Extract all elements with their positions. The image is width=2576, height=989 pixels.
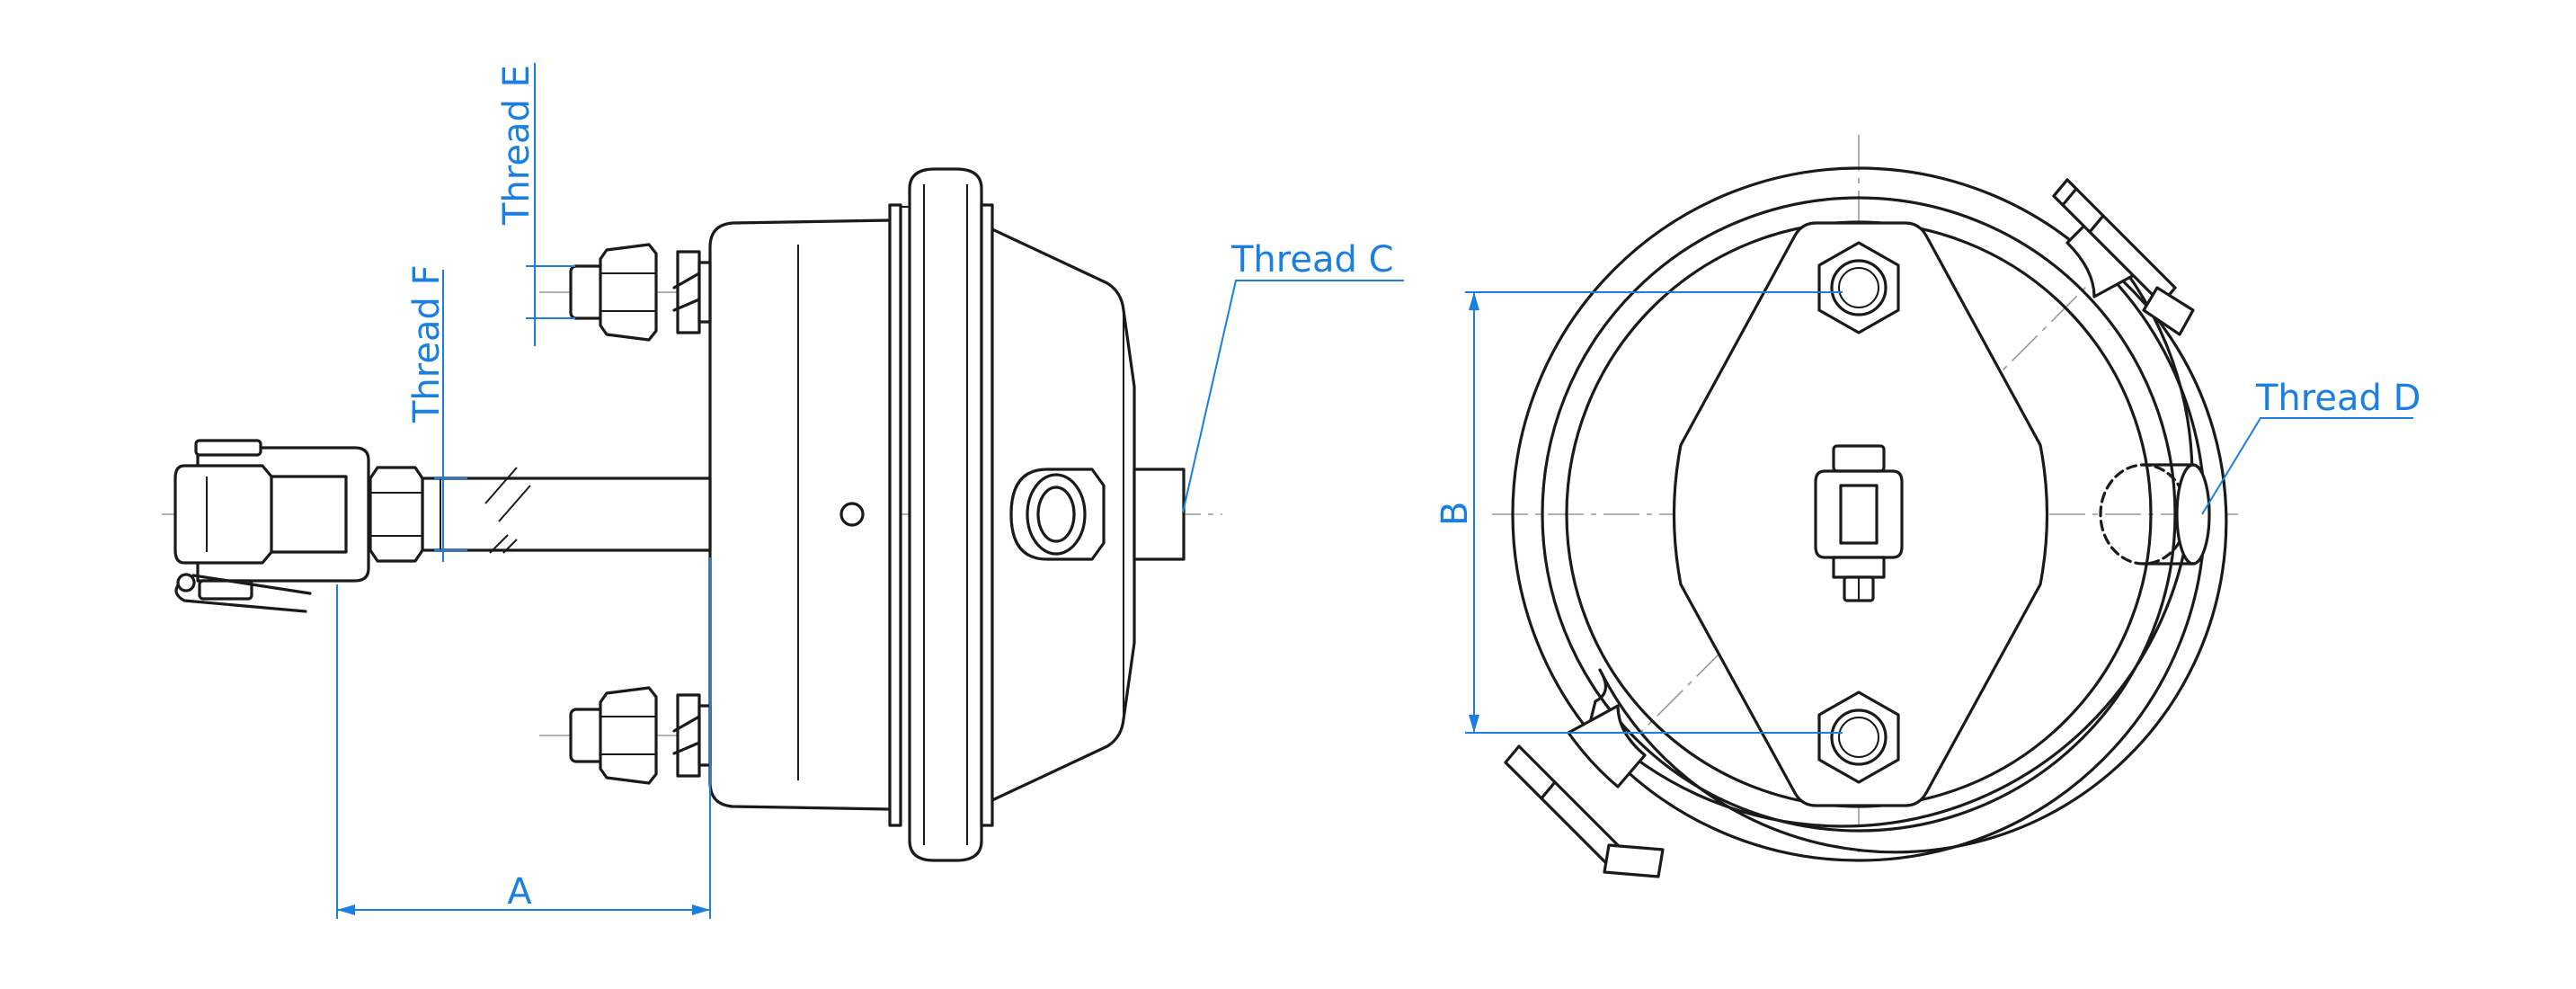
push-rod xyxy=(421,477,712,552)
lower-lock-washer xyxy=(676,693,701,778)
thread-d-leader xyxy=(2201,417,2413,515)
boss-bore-inner xyxy=(1036,486,1076,543)
ear-nut-bottom xyxy=(1603,843,1665,878)
upper-stud-shank xyxy=(697,261,712,324)
rod-break-marks-top xyxy=(484,467,531,522)
dim-b-label: B xyxy=(1435,502,1476,526)
front-view-dimensions: B Thread D xyxy=(1435,291,2421,734)
port-fitting xyxy=(1133,468,1186,561)
upper-lock-washer xyxy=(676,250,701,334)
side-port-face xyxy=(2175,463,2211,566)
front-clevis-bottom xyxy=(1832,556,1886,579)
thread-c-label: Thread C xyxy=(1230,239,1394,281)
dim-b-arrow-bottom xyxy=(1469,715,1479,733)
front-clevis-slot xyxy=(1839,484,1879,545)
rod-jam-nut xyxy=(369,466,424,563)
upper-stud-nut xyxy=(599,243,658,342)
ear-nut-top xyxy=(2142,286,2195,336)
clevis-slot xyxy=(268,475,348,554)
front-clamp-ring-inner xyxy=(1541,196,2177,833)
vent-hole xyxy=(839,502,865,527)
clevis-pin-cap-top xyxy=(194,439,262,457)
dim-a-arrow-right xyxy=(692,904,710,915)
thread-e-label: Thread E xyxy=(496,65,537,226)
side-view-dimensions: Thread E Thread F Thread C A xyxy=(336,63,1404,919)
front-view xyxy=(1492,135,2238,878)
clevis-pin-head xyxy=(173,464,273,565)
dim-a-arrow-left xyxy=(337,904,355,915)
thread-c-leader xyxy=(1182,280,1404,513)
thread-d-label: Thread D xyxy=(2255,378,2421,419)
cotter-pin-eye xyxy=(176,573,196,593)
rod-break-marks-bottom xyxy=(489,534,518,554)
front-clamp-ring xyxy=(1589,232,2228,854)
front-clevis-top-cap xyxy=(1832,444,1886,473)
lower-stud-nut xyxy=(599,686,658,785)
thread-f-label: Thread F xyxy=(406,264,448,423)
ear-bolt-cap-top xyxy=(2052,178,2078,207)
lower-stud-shank xyxy=(697,704,712,767)
flange-left-plate xyxy=(888,203,902,827)
front-upper-stud-inner xyxy=(1838,267,1879,308)
dim-a-label: A xyxy=(507,871,532,913)
side-view xyxy=(162,167,1222,862)
cotter-pin-leg xyxy=(191,574,312,595)
flange-right-plate xyxy=(980,203,994,827)
front-lower-stud-inner xyxy=(1838,717,1879,758)
dim-b-arrow-top xyxy=(1469,292,1479,310)
clamp-ring xyxy=(908,167,983,862)
